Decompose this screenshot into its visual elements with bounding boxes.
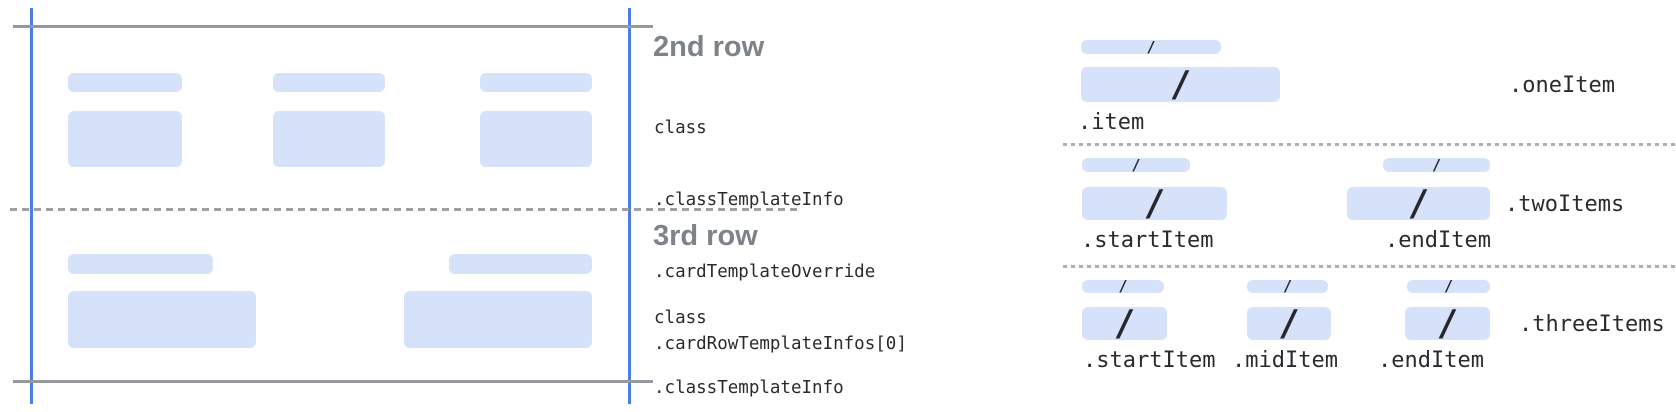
- row2-path-line1: class: [654, 118, 707, 138]
- row-divider-dashed-line: [10, 208, 800, 211]
- twoitems-end-value-bar: /: [1347, 182, 1490, 224]
- slash-separator-glyph: /: [1169, 63, 1192, 105]
- card-edge-left-line: [30, 8, 33, 404]
- twoitems-layout-name: .twoItems: [1505, 192, 1625, 217]
- slash-separator-glyph: /: [1118, 277, 1128, 295]
- slash-separator-glyph: /: [1436, 302, 1459, 344]
- row3-path-line1: class: [654, 308, 707, 328]
- row2-annotation-path: class .classTemplateInfo .cardTemplateOv…: [654, 72, 907, 400]
- slash-separator-glyph: /: [1278, 302, 1300, 344]
- oneitem-layout-name: .oneItem: [1509, 73, 1615, 98]
- row2-path-line2: .classTemplateInfo: [654, 190, 844, 210]
- row2-item3-label-placeholder: [480, 73, 592, 92]
- oneitem-field-label: .item: [1078, 110, 1145, 135]
- twoitems-end-label-bar: /: [1383, 155, 1490, 174]
- slash-separator-glyph: /: [1282, 277, 1293, 295]
- slash-separator-glyph: /: [1113, 302, 1136, 344]
- slash-separator-glyph: /: [1146, 37, 1156, 56]
- threeitems-layout-name: .threeItems: [1519, 312, 1665, 337]
- layout-divider-dotted-line: [1063, 265, 1676, 268]
- threeitems-start-value-bar: /: [1082, 302, 1167, 344]
- layout-divider-dotted-line: [1063, 143, 1676, 146]
- row2-path-line3: .cardTemplateOverride: [654, 262, 876, 282]
- twoitems-start-label-bar: /: [1082, 155, 1190, 174]
- slash-separator-glyph: /: [1431, 155, 1442, 174]
- slash-separator-glyph: /: [1143, 182, 1166, 224]
- slash-separator-glyph: /: [1443, 277, 1454, 295]
- row2-item1-value-placeholder: [68, 111, 182, 167]
- oneitem-value-bar: /: [1081, 63, 1280, 105]
- row2-item1-label-placeholder: [68, 73, 182, 92]
- row2-item2-label-placeholder: [273, 73, 385, 92]
- row2-item2-value-placeholder: [273, 111, 385, 167]
- card-edge-right-line: [628, 8, 631, 404]
- threeitems-end-field-label: .endItem: [1378, 348, 1484, 373]
- row3-annotation-title: 3rd row: [653, 220, 758, 252]
- row2-annotation-title: 2nd row: [653, 31, 765, 63]
- threeitems-start-label-bar: /: [1082, 277, 1164, 295]
- row3-item1-value-placeholder: [68, 291, 256, 348]
- row2-item3-value-placeholder: [480, 111, 592, 167]
- threeitems-mid-value-bar: /: [1247, 302, 1331, 344]
- row3-annotation-path: class .classTemplateInfo .cardTemplateOv…: [654, 263, 907, 412]
- card-boundary-top-line: [13, 25, 653, 28]
- threeitems-mid-label-bar: /: [1247, 277, 1328, 295]
- row2-path-line4: .cardRowTemplateInfos[0]: [654, 334, 907, 354]
- threeitems-mid-field-label: .midItem: [1232, 348, 1338, 373]
- row3-item2-value-placeholder: [404, 291, 592, 348]
- row3-path-line2: .classTemplateInfo: [654, 378, 844, 398]
- slash-separator-glyph: /: [1131, 155, 1141, 174]
- threeitems-end-value-bar: /: [1405, 302, 1490, 344]
- oneitem-label-bar: /: [1081, 37, 1221, 56]
- threeitems-end-label-bar: /: [1407, 277, 1490, 295]
- twoitems-start-value-bar: /: [1082, 182, 1227, 224]
- row3-item2-label-placeholder: [449, 254, 592, 274]
- threeitems-start-field-label: .startItem: [1083, 348, 1216, 373]
- twoitems-start-field-label: .startItem: [1081, 228, 1214, 253]
- row3-item1-label-placeholder: [68, 254, 213, 274]
- card-boundary-bottom-line: [13, 380, 653, 383]
- slash-separator-glyph: /: [1407, 182, 1430, 224]
- twoitems-end-field-label: .endItem: [1385, 228, 1491, 253]
